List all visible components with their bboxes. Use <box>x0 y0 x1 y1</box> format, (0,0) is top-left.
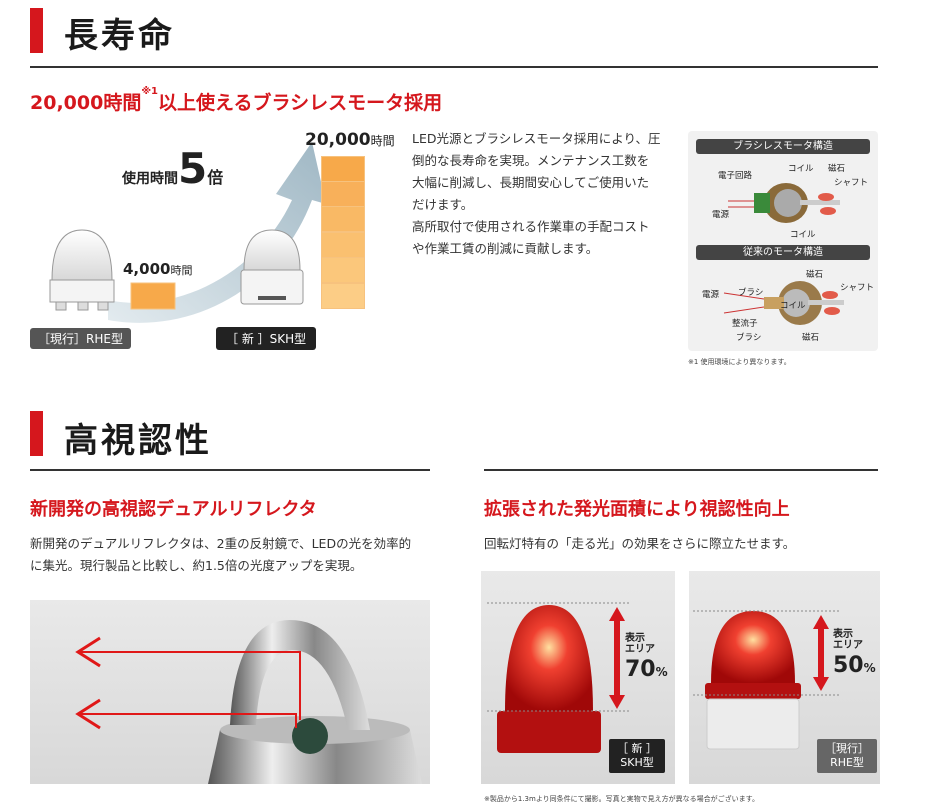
new-bar <box>321 156 365 309</box>
new-area-value: 70% <box>625 657 668 682</box>
old-area-label: 表示 エリア <box>833 629 863 651</box>
old-lamp-svg <box>693 610 839 750</box>
headline-area: 拡張された発光面積により視認性向上 <box>484 499 790 520</box>
motor-diagram-svg <box>723 183 844 325</box>
section-rule-right <box>484 469 878 471</box>
section-title-visibility: 高視認性 <box>64 421 212 461</box>
old-lamp-base <box>49 279 115 303</box>
section-rule <box>30 66 878 68</box>
lifespan-chart-svg <box>49 142 326 323</box>
section-marker <box>30 8 43 53</box>
new-lamp-svg <box>487 602 631 753</box>
section-title-long-life: 長寿命 <box>64 16 175 56</box>
old-bar <box>130 282 176 310</box>
headline-brushless: 20,000時間※1以上使えるブラシレスモータ採用 <box>30 86 443 114</box>
new-lamp-dome <box>243 229 301 271</box>
new-model-badge: ［ 新 ］ SKH型 <box>609 739 665 773</box>
old-model-tag: ［現行］RHE型 <box>30 328 131 349</box>
motor-diagram: ブラシレスモータ構造 コイル 磁石 電子回路 シャフト 電源 コイル 従来のモー… <box>688 131 878 351</box>
reflector-body: 新開発のデュアルリフレクタは、2重の反射鏡で、LEDの光を効率的 に集光。現行製… <box>30 536 412 573</box>
old-value-label: 4,000時間 <box>123 260 193 278</box>
lifespan-chart: 20,000時間 4,000時間 使用時間5倍 ［現行］RHE型 ［ 新 ］SK… <box>30 120 400 360</box>
multiplier-label: 使用時間5倍 <box>122 144 224 193</box>
old-model-badge: ［現行］ RHE型 <box>817 739 877 773</box>
new-lamp-base <box>240 269 304 305</box>
new-lamp-photo: 表示 エリア 70% ［ 新 ］ SKH型 <box>481 571 675 784</box>
section-marker <box>30 411 43 456</box>
area-body: 回転灯特有の「走る光」の効果をさらに際立たせます。 <box>484 536 796 551</box>
long-life-body: LED光源とブラシレスモータ採用により、圧 倒的な長寿命を実現。メンテナンス工数… <box>412 131 661 256</box>
old-lamp-dome <box>51 229 113 281</box>
old-area-value: 50% <box>833 653 876 678</box>
conventional-title: 従来のモータ構造 <box>696 245 870 260</box>
reflector-photo <box>30 600 430 784</box>
headline-reflector: 新開発の高視認デュアルリフレクタ <box>30 499 317 520</box>
reflector-photo-svg <box>75 620 422 784</box>
new-model-tag: ［ 新 ］SKH型 <box>216 327 317 350</box>
section-rule-left <box>30 469 430 471</box>
new-value-label: 20,000時間 <box>305 130 395 150</box>
brushless-title: ブラシレスモータ構造 <box>696 139 870 154</box>
footnote-photo: ※製品から1.3mより同条件にて撮影。写真と実物で見え方が異なる場合がございます… <box>484 795 759 803</box>
old-lamp-photo: 表示 エリア 50% ［現行］ RHE型 <box>689 571 880 784</box>
footnote-1: ※1 使用環境により異なります。 <box>688 358 791 366</box>
new-area-label: 表示 エリア <box>625 633 655 655</box>
